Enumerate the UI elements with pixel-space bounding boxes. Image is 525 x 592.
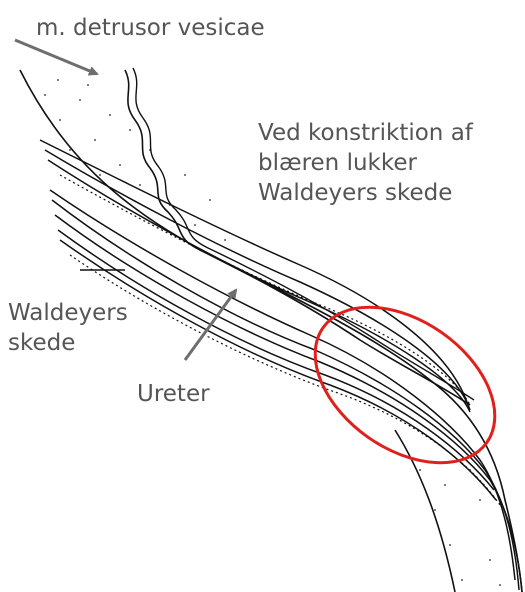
detrusor-pointer-arrow	[15, 40, 97, 74]
label-waldeyer-sheath: Waldeyers skede	[8, 298, 128, 358]
ureter-pointer-arrow	[185, 290, 236, 360]
label-detrusor: m. detrusor vesicae	[36, 14, 265, 42]
label-ureter: Ureter	[137, 380, 210, 408]
label-constriction-note: Ved konstriktion af blæren lukker Waldey…	[258, 118, 473, 208]
